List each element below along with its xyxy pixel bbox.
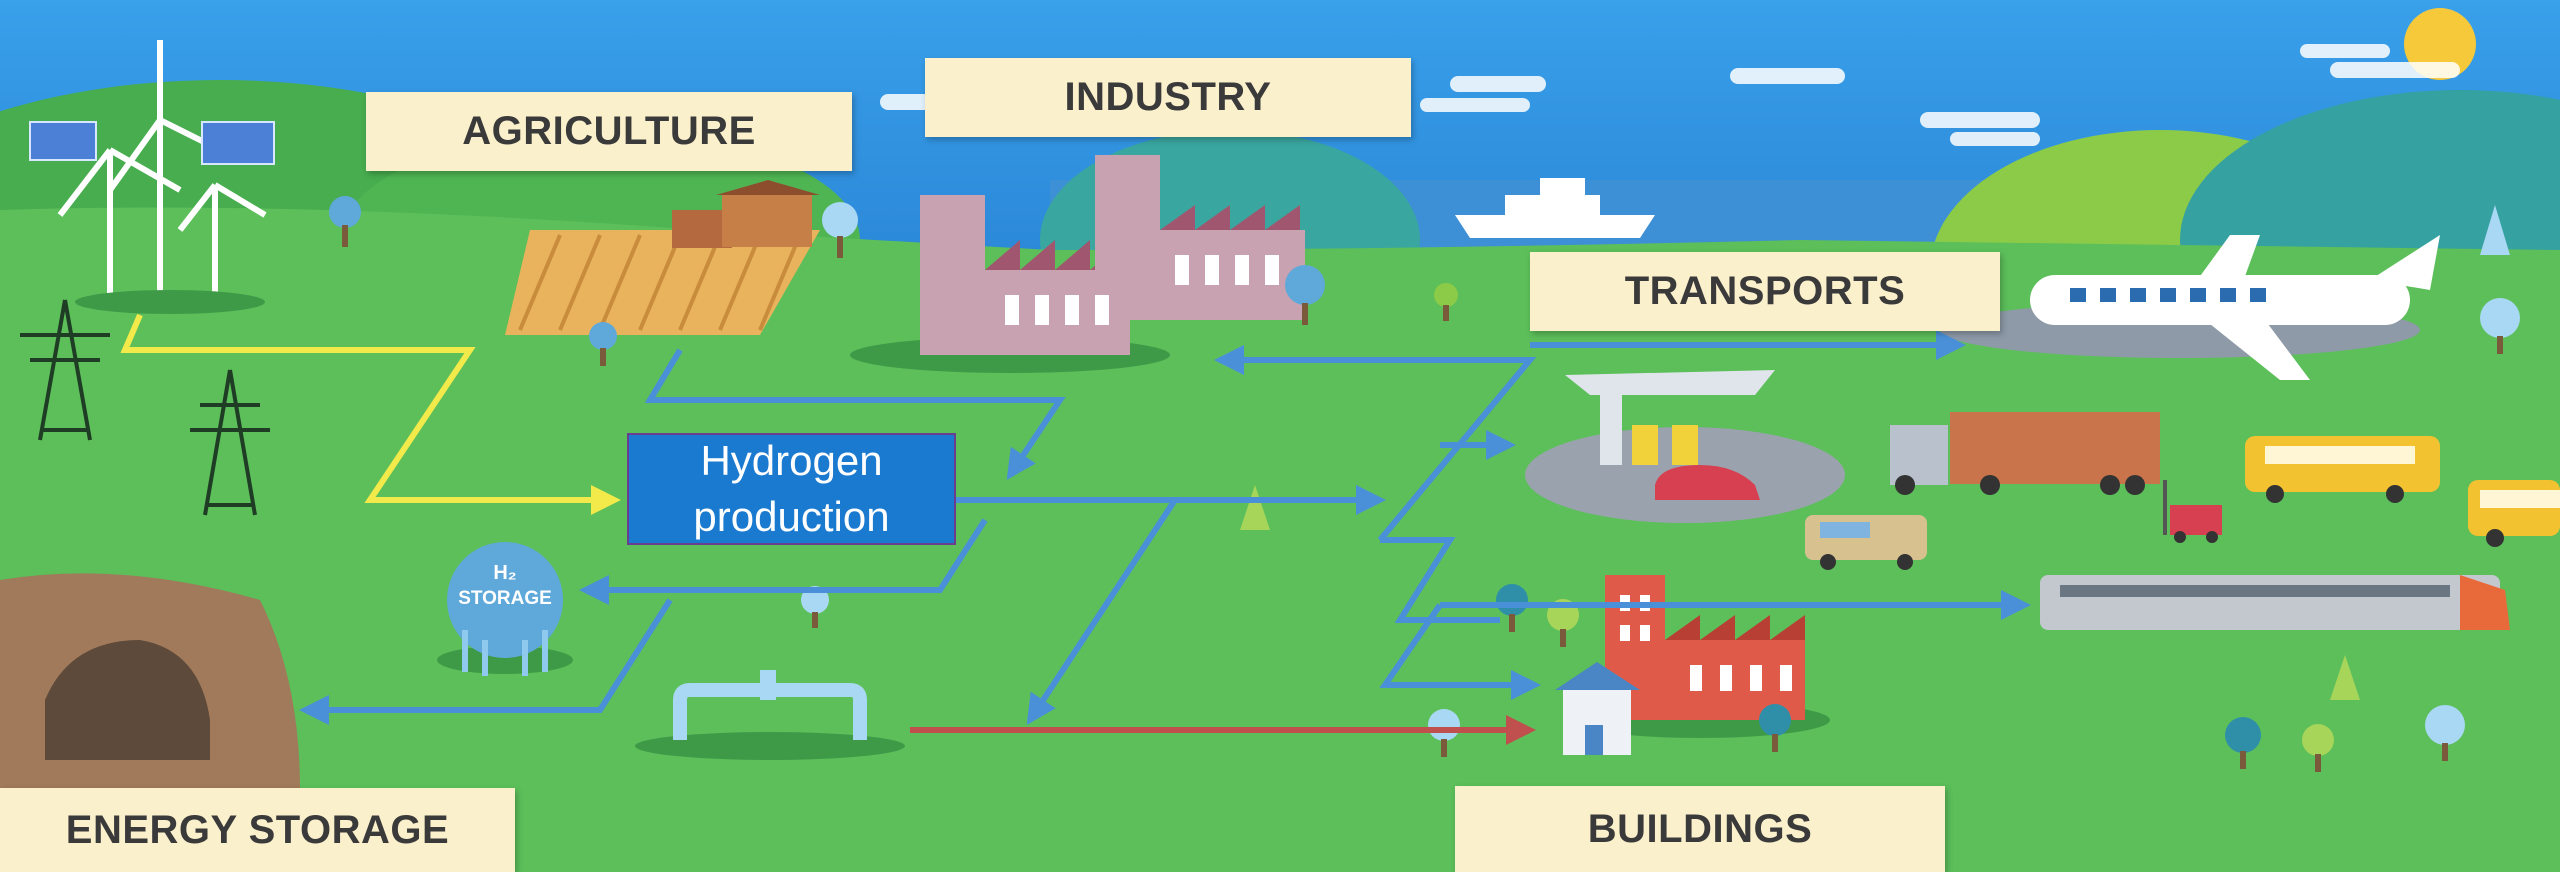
forklift-icon (2163, 480, 2222, 543)
storage-tank-storage-label: STORAGE (458, 588, 552, 609)
buildings-label: BUILDINGS (1455, 786, 1945, 872)
storage-tank-icon (437, 542, 573, 676)
pylon-icon (20, 299, 270, 516)
industry-label: INDUSTRY (925, 58, 1411, 137)
hydrogen-label-line2: production (693, 493, 890, 540)
farm-icon (505, 180, 820, 335)
factory-icon (850, 155, 1305, 373)
house-icon (1555, 662, 1640, 755)
transports-label: TRANSPORTS (1530, 252, 2000, 331)
cave-icon (0, 573, 300, 790)
grass (0, 207, 2560, 872)
solar-panel-icon (29, 121, 275, 165)
pipeline-icon (635, 670, 905, 760)
fuel-station-icon (1525, 370, 1845, 523)
wind-turbine-icon (57, 40, 267, 300)
van-icon (1805, 515, 1927, 570)
yacht-icon (1455, 178, 1655, 238)
energy-storage-label: ENERGY STORAGE (0, 788, 515, 872)
hydrogen-label-line1: Hydrogen (700, 437, 883, 484)
clouds (880, 44, 2460, 146)
hydrogen-production-box: Hydrogen production (627, 433, 956, 545)
train-icon (2040, 575, 2510, 630)
agriculture-label: AGRICULTURE (366, 92, 852, 171)
turbine-shadow (75, 290, 265, 314)
airplane-icon (1940, 235, 2440, 380)
hydrogen-flow (299, 330, 2031, 726)
storage-tank-h2-label: H₂ (493, 562, 517, 584)
bus-icon (2245, 436, 2560, 547)
truck-icon (1890, 412, 2160, 495)
electricity-flow (120, 313, 621, 515)
